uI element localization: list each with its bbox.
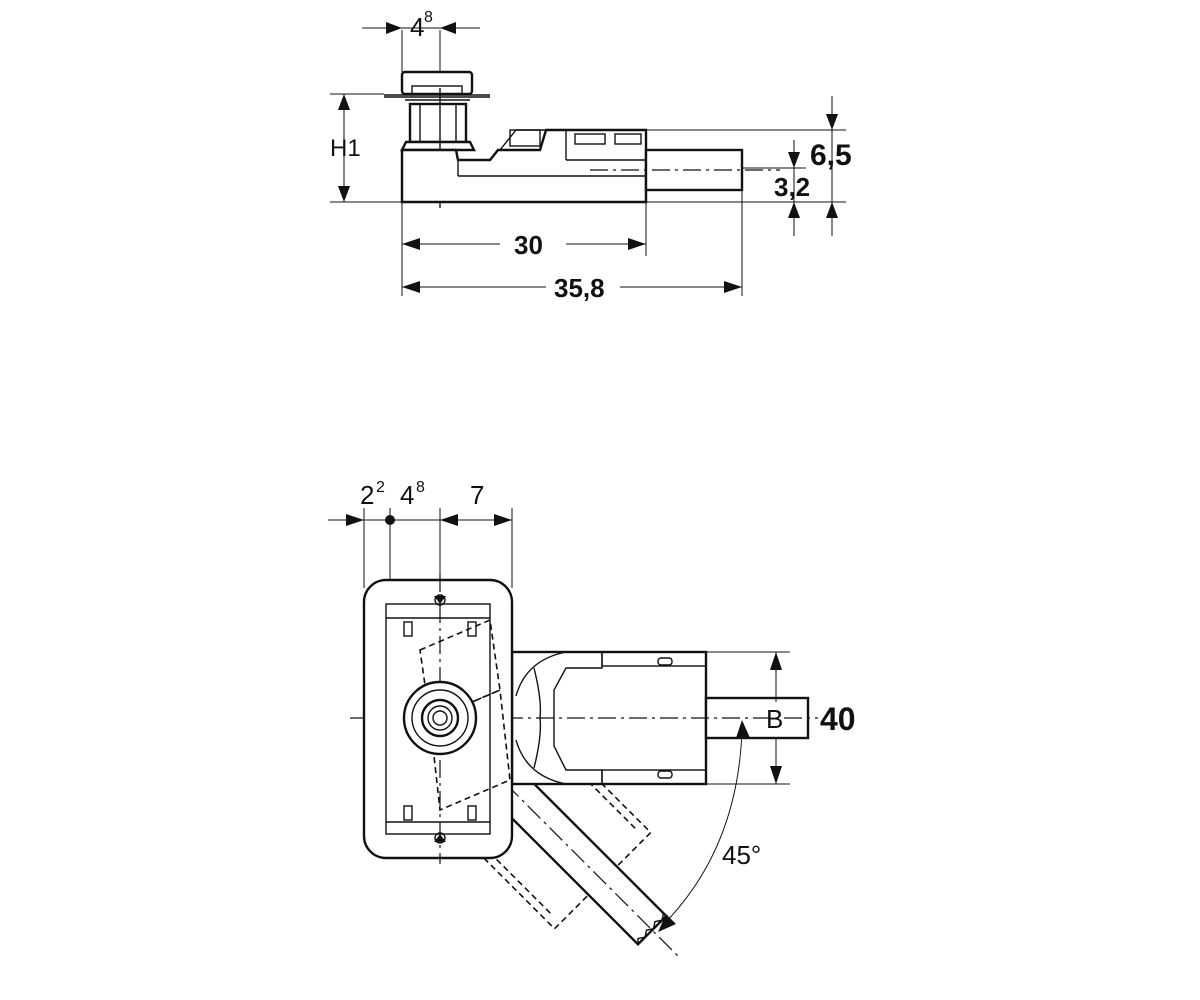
- dim-b-superscript: 8: [416, 479, 425, 496]
- dim-top-offsets: 2 2 4 8 7: [328, 479, 513, 588]
- dim-a-superscript: 2: [376, 479, 385, 496]
- dim-small-2: 3,2: [774, 172, 810, 202]
- drain-ring: [402, 680, 478, 756]
- dim-height: H1: [330, 93, 402, 203]
- outlet-pipe: [590, 148, 780, 192]
- dim-top-width: 4 8: [362, 9, 480, 96]
- dim-a-value: 2: [360, 480, 374, 510]
- angle-label: 45°: [722, 840, 761, 870]
- dim-angle: 45°: [658, 720, 761, 932]
- dim-width-b: B 40: [706, 651, 856, 785]
- dim-small-1: 6,5: [810, 139, 852, 172]
- dim-b-label: B: [766, 704, 783, 734]
- dim-b-value: 40: [820, 701, 856, 737]
- dim-height-label: H1: [330, 135, 361, 162]
- side-elevation-view: 4 8: [330, 9, 852, 303]
- plan-view: 2 2 4 8 7: [328, 479, 856, 959]
- dim-c-value: 7: [470, 480, 484, 510]
- riser-tube: [400, 88, 476, 208]
- dim-b-value: 4: [400, 480, 414, 510]
- trap-body: [400, 128, 648, 204]
- drain-grate: [384, 70, 490, 105]
- dim-len-2: 35,8: [554, 273, 605, 303]
- dim-top-width-value: 4: [410, 12, 424, 42]
- dim-len-1: 30: [514, 230, 543, 260]
- dim-lengths: 30 35,8: [401, 190, 743, 303]
- dim-top-width-superscript: 8: [424, 9, 433, 26]
- dim-right-small: 6,5 3,2: [646, 96, 852, 236]
